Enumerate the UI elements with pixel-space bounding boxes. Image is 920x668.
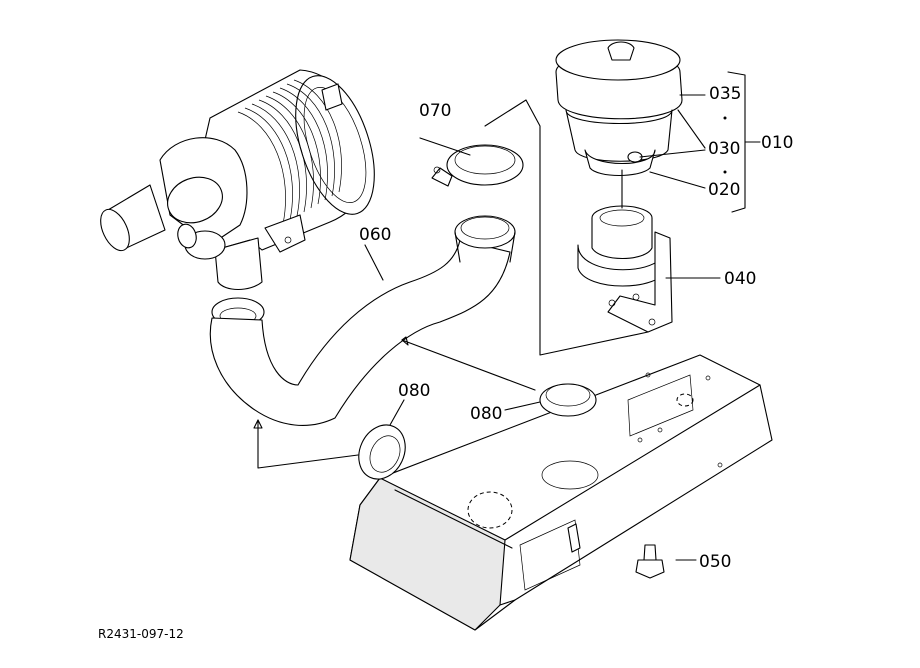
callout-040: 040 (724, 269, 756, 289)
callout-030: 030 (708, 139, 740, 159)
callout-050: 050 (699, 552, 731, 572)
leader-lines (253, 71, 761, 561)
callout-080-upper: 080 (470, 404, 502, 424)
mounting-bracket (607, 231, 673, 333)
callout-080-lower: 080 (398, 381, 430, 401)
air-cleaner-body (100, 69, 375, 291)
mounting-bolt (635, 544, 665, 579)
grommet-upper (539, 383, 597, 417)
callout-020: 020 (708, 180, 740, 200)
callout-070: 070 (419, 101, 451, 121)
hood-panel (349, 354, 773, 631)
hose-clamp (431, 144, 524, 187)
drawing-reference-number: R2431-097-12 (98, 627, 184, 641)
callout-010: 010 (761, 133, 793, 153)
callout-060: 060 (359, 225, 391, 245)
callout-035: 035 (709, 84, 741, 104)
pre-cleaner-lower-bowl (577, 205, 669, 287)
grommet-lower (358, 424, 406, 480)
intake-hose (209, 215, 516, 426)
pre-cleaner-cover (555, 39, 683, 176)
